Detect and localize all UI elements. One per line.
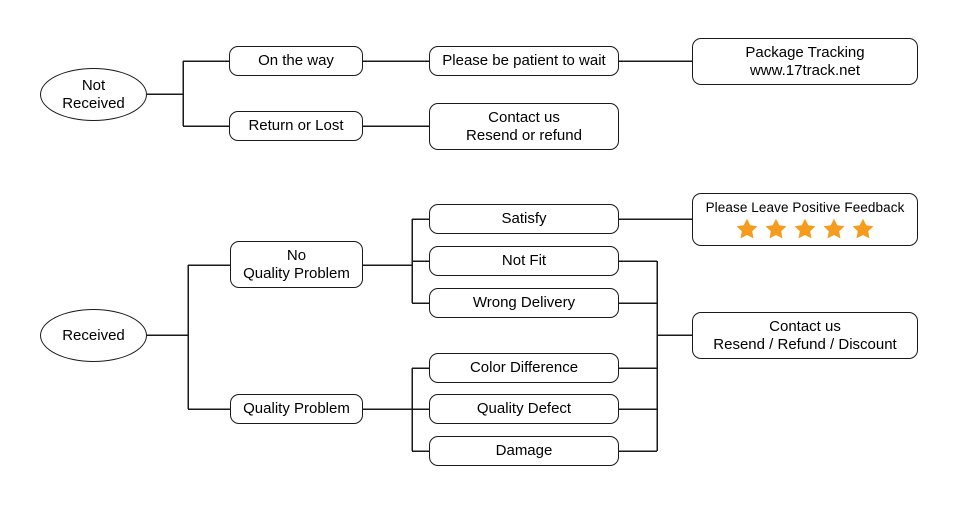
- star-icon[interactable]: [823, 218, 845, 239]
- node-not-received-line2: Received: [62, 94, 125, 112]
- node-on-the-way[interactable]: On the way: [229, 46, 363, 76]
- node-received-label: Received: [62, 326, 125, 344]
- node-contact-resend-refund-discount-line1: Contact us: [769, 317, 841, 335]
- node-damage[interactable]: Damage: [429, 436, 619, 466]
- node-no-quality-problem-line2: Quality Problem: [243, 264, 350, 282]
- star-icon[interactable]: [736, 218, 758, 239]
- node-wrong-delivery[interactable]: Wrong Delivery: [429, 288, 619, 318]
- node-satisfy[interactable]: Satisfy: [429, 204, 619, 234]
- node-contact-resend-or-refund-line2: Resend or refund: [466, 126, 582, 144]
- node-not-fit-label: Not Fit: [501, 252, 547, 270]
- node-no-quality-problem[interactable]: No Quality Problem: [230, 241, 363, 288]
- star-icon[interactable]: [794, 218, 816, 239]
- node-contact-resend-or-refund-line1: Contact us: [488, 108, 560, 126]
- node-color-difference[interactable]: Color Difference: [429, 353, 619, 383]
- node-on-the-way-label: On the way: [258, 52, 334, 70]
- node-quality-problem-label: Quality Problem: [243, 400, 350, 418]
- node-contact-resend-or-refund[interactable]: Contact us Resend or refund: [429, 103, 619, 150]
- node-not-fit[interactable]: Not Fit: [429, 246, 619, 276]
- node-satisfy-label: Satisfy: [501, 210, 547, 228]
- feedback-title: Please Leave Positive Feedback: [705, 199, 905, 215]
- node-return-or-lost-label: Return or Lost: [248, 117, 344, 135]
- node-quality-problem[interactable]: Quality Problem: [230, 394, 363, 424]
- star-icon[interactable]: [852, 218, 874, 239]
- node-quality-defect-label: Quality Defect: [476, 400, 572, 418]
- star-icon[interactable]: [765, 218, 787, 239]
- node-wrong-delivery-label: Wrong Delivery: [472, 294, 576, 312]
- node-package-tracking-line1: Package Tracking: [745, 43, 865, 61]
- node-received[interactable]: Received: [40, 309, 147, 362]
- node-color-difference-label: Color Difference: [469, 359, 579, 377]
- node-contact-resend-refund-discount[interactable]: Contact us Resend / Refund / Discount: [692, 312, 918, 359]
- node-damage-label: Damage: [495, 442, 553, 460]
- star-rating[interactable]: [736, 218, 874, 239]
- node-quality-defect[interactable]: Quality Defect: [429, 394, 619, 424]
- node-leave-positive-feedback[interactable]: Please Leave Positive Feedback: [692, 193, 918, 246]
- node-not-received-line1: Not: [81, 76, 106, 94]
- node-return-or-lost[interactable]: Return or Lost: [229, 111, 363, 141]
- node-please-be-patient[interactable]: Please be patient to wait: [429, 46, 619, 76]
- node-package-tracking-line2: www.17track.net: [749, 61, 861, 79]
- node-please-be-patient-label: Please be patient to wait: [442, 52, 606, 70]
- node-contact-resend-refund-discount-line2: Resend / Refund / Discount: [713, 335, 897, 353]
- node-not-received[interactable]: Not Received: [40, 68, 147, 121]
- node-no-quality-problem-line1: No: [286, 246, 307, 264]
- node-package-tracking[interactable]: Package Tracking www.17track.net: [692, 38, 918, 85]
